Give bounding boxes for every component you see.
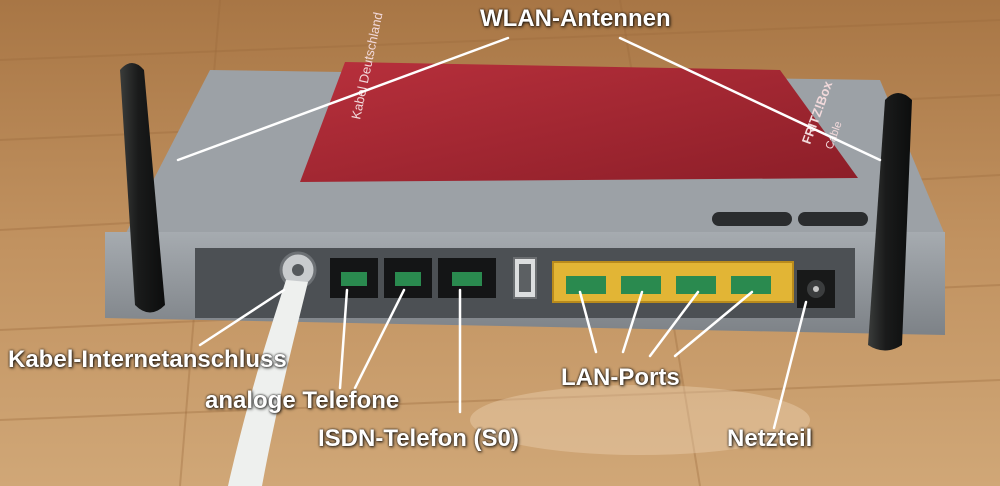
callout-line-cable — [198, 288, 286, 347]
lan-ports — [552, 261, 794, 303]
callout-line-wlan-right — [618, 36, 882, 162]
vent-left — [712, 212, 792, 226]
usb-port-icon — [513, 257, 537, 299]
label-lan-ports: LAN-Ports — [561, 364, 680, 391]
wlan-antenna-left-icon — [120, 63, 165, 313]
isdn-port — [438, 258, 496, 298]
label-power: Netzteil — [727, 425, 813, 452]
label-analog-phones: analoge Telefone — [205, 387, 400, 414]
callout-line-lan-1 — [578, 290, 598, 354]
callout-lines — [176, 36, 882, 430]
callout-line-lan-2 — [621, 290, 644, 354]
analog-phone-ports — [330, 258, 432, 298]
coax-cable — [228, 280, 308, 486]
label-cable-internet: Kabel-Internetanschluss — [8, 346, 287, 373]
router-red-panel — [300, 62, 858, 182]
vent-right — [798, 212, 868, 226]
wlan-antenna-right-icon — [868, 93, 912, 351]
callout-line-phone-1 — [338, 288, 349, 390]
callout-line-wlan-left — [176, 36, 510, 162]
callout-line-power — [772, 300, 808, 430]
callout-line-lan-4 — [673, 290, 754, 358]
callout-line-lan-3 — [648, 290, 700, 358]
power-jack-icon — [797, 270, 835, 308]
label-isdn-phone: ISDN-Telefon (S0) — [318, 425, 519, 452]
floor-reflection — [470, 385, 810, 455]
callout-line-phone-2 — [353, 288, 406, 390]
label-wlan-antennas: WLAN-Antennen — [480, 5, 671, 32]
